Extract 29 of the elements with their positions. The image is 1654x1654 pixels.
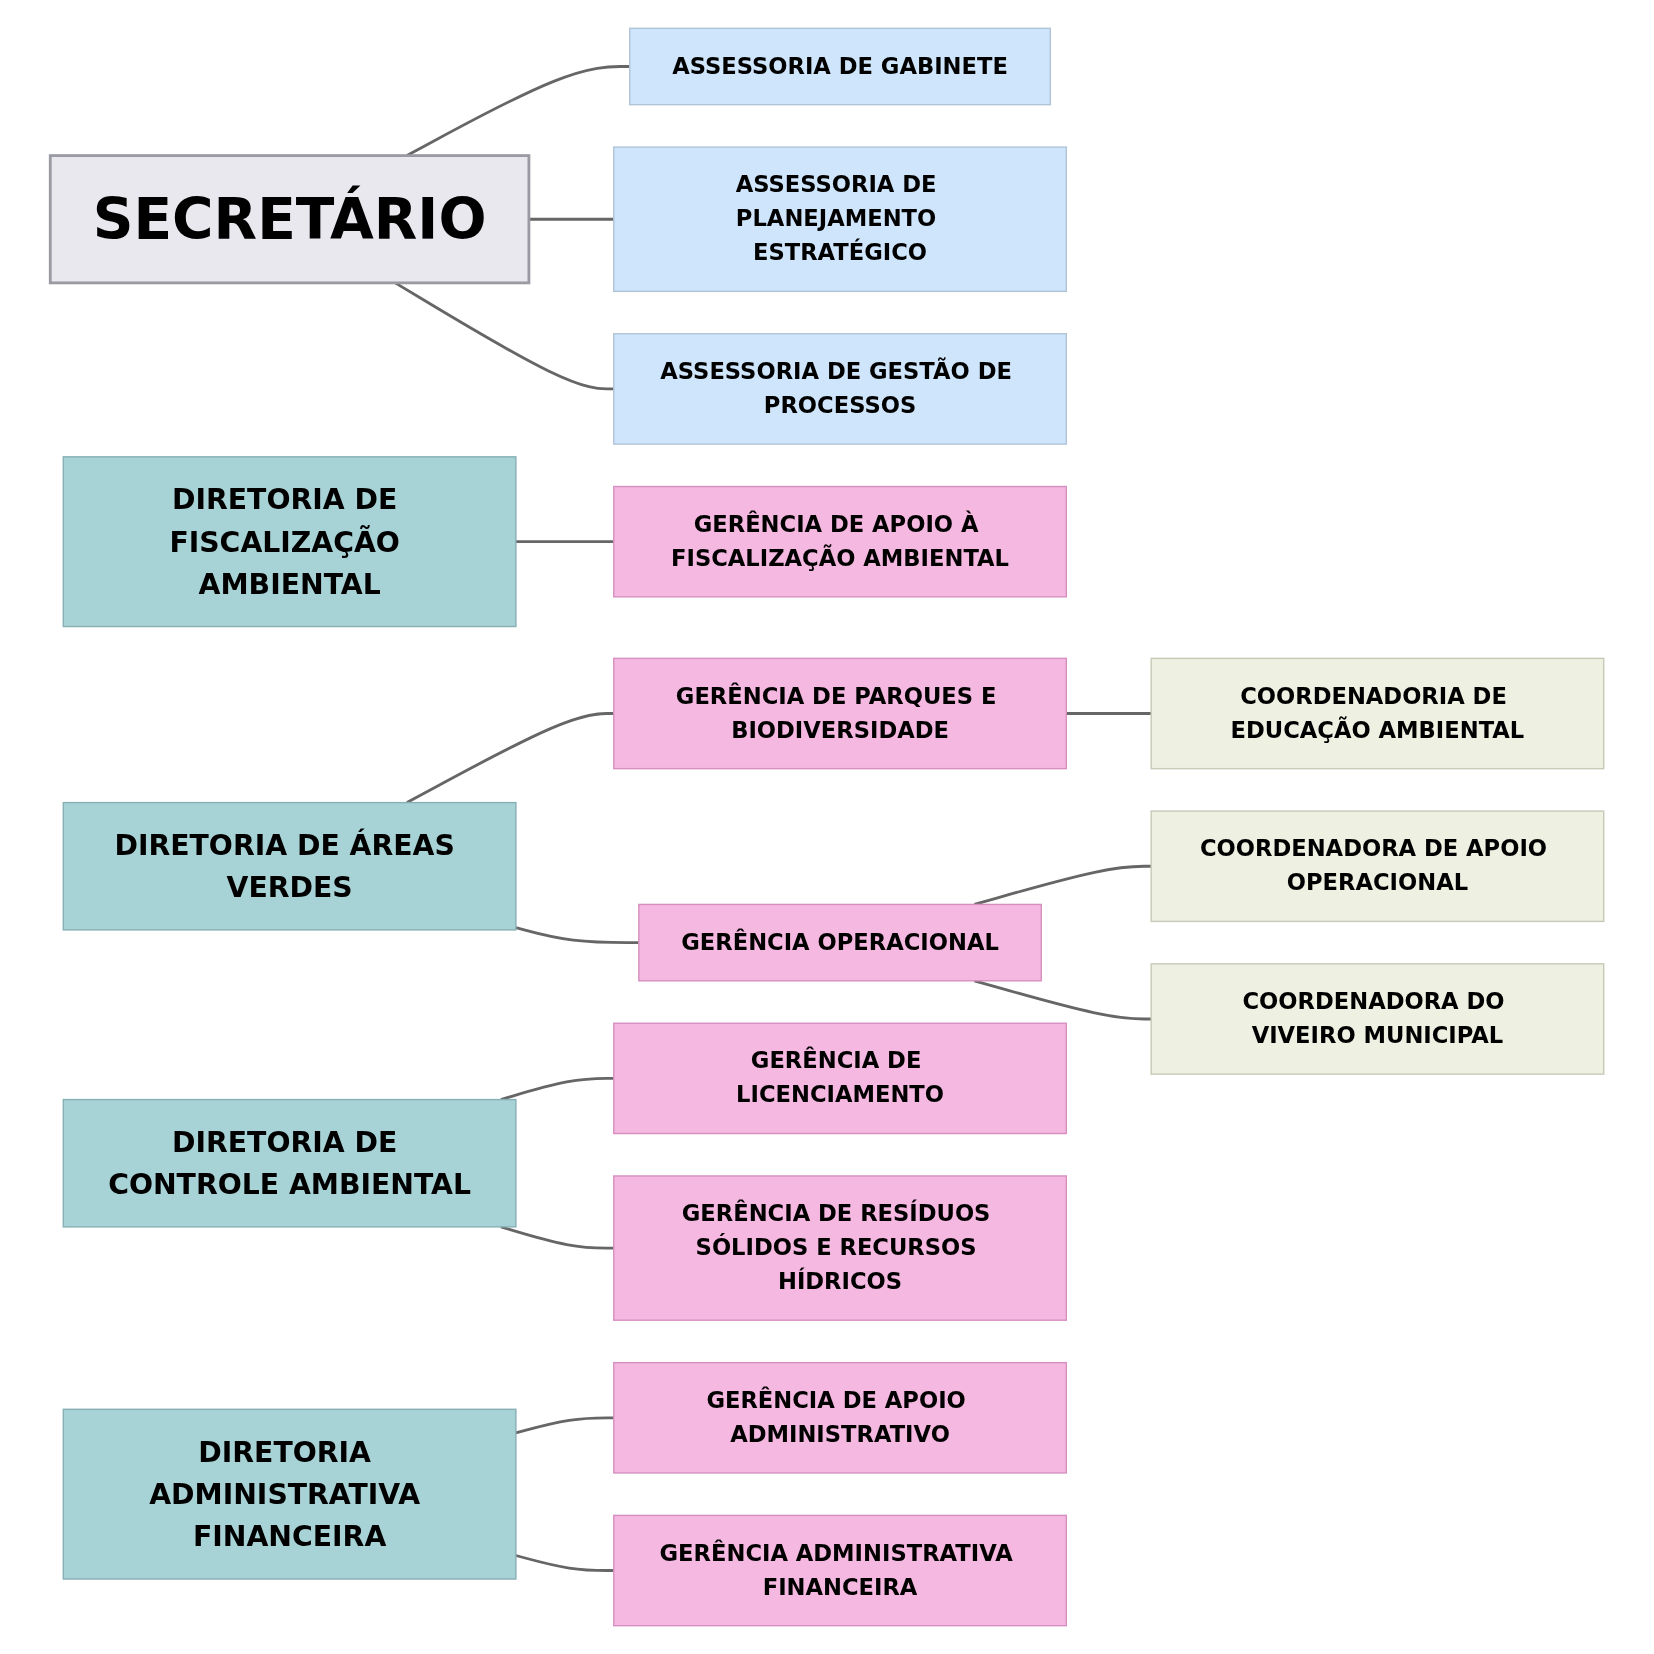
connector	[500, 1225, 614, 1250]
node-box: ASSESSORIA DE GESTÃO DE PROCESSOS	[613, 333, 1067, 445]
connector	[515, 540, 614, 544]
node-box: GERÊNCIA DE RESÍDUOS SÓLIDOS E RECURSOS HÍDRICOS	[613, 1175, 1067, 1321]
node-box: COORDENADORIA DE EDUCAÇÃO AMBIENTAL	[1150, 657, 1605, 770]
node-box: GERÊNCIA OPERACIONAL	[638, 903, 1042, 982]
connector	[515, 926, 639, 945]
node-box: GERÊNCIA DE LICENCIAMENTO	[613, 1022, 1067, 1135]
connector	[974, 864, 1152, 906]
node-box: ASSESSORIA DE PLANEJAMENTO ESTRATÉGICO	[613, 146, 1067, 293]
connector	[500, 1076, 614, 1101]
connector	[1066, 712, 1152, 715]
node-box: DIRETORIA DE CONTROLE AMBIENTAL	[62, 1098, 517, 1228]
node-box: DIRETORIA DE ÁREAS VERDES	[62, 801, 517, 931]
connector	[515, 1554, 614, 1572]
node-box: DIRETORIA ADMINISTRATIVA FINANCEIRA	[62, 1408, 517, 1580]
node-box: SECRETÁRIO	[48, 154, 531, 285]
connector	[406, 712, 614, 804]
node-box: GERÊNCIA DE APOIO À FISCALIZAÇÃO AMBIENTAL	[613, 485, 1067, 598]
node-box: GERÊNCIA DE APOIO ADMINISTRATIVO	[613, 1361, 1067, 1474]
node-box: COORDENADORA DE APOIO OPERACIONAL	[1150, 810, 1605, 923]
node-box: ASSESSORIA DE GABINETE	[629, 27, 1052, 106]
node-box: DIRETORIA DE FISCALIZAÇÃO AMBIENTAL	[62, 456, 517, 628]
connector	[515, 1416, 614, 1435]
connector	[528, 217, 614, 221]
node-box: GERÊNCIA DE PARQUES E BIODIVERSIDADE	[613, 657, 1067, 770]
node-box: GERÊNCIA ADMINISTRATIVA FINANCEIRA	[613, 1514, 1067, 1627]
connector	[974, 979, 1152, 1021]
node-box: COORDENADORA DO VIVEIRO MUNICIPAL	[1150, 963, 1605, 1075]
